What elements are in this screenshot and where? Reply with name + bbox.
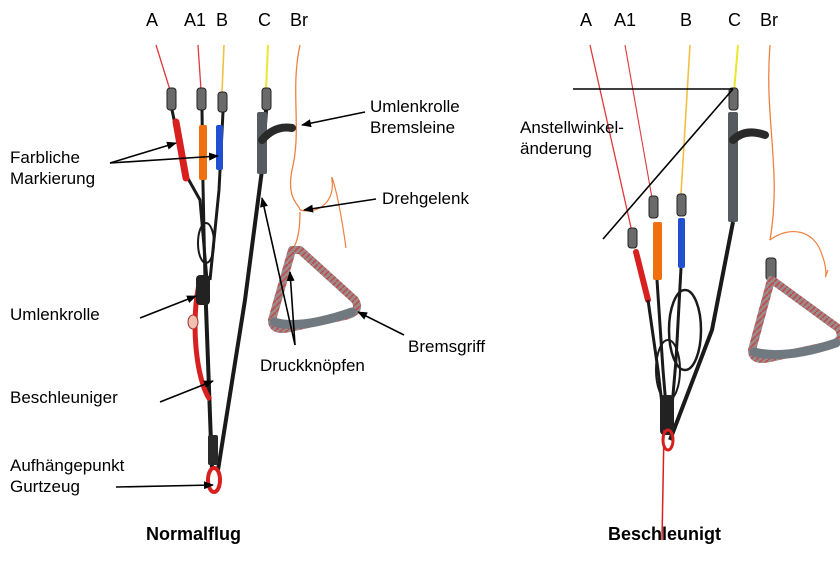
label-aufhaengepunkt-2: Gurtzeug — [10, 476, 80, 497]
left-header-a1: A1 — [184, 10, 206, 30]
label-bremsgriff: Bremsgriff — [408, 336, 485, 357]
label-beschleuniger: Beschleuniger — [10, 387, 118, 408]
label-umlenkrolle-bremsleine-2: Bremsleine — [370, 117, 455, 138]
label-anstellwinkel-1: Anstellwinkel- — [520, 117, 624, 138]
label-druckknoepfen: Druckknöpfen — [260, 355, 365, 376]
left-riser-set — [156, 45, 357, 492]
label-markierung: Markierung — [10, 168, 95, 189]
left-header-c: C — [258, 10, 271, 30]
left-header-br: Br — [290, 10, 308, 30]
right-header-b: B — [680, 10, 692, 30]
left-header-b: B — [216, 10, 228, 30]
right-header-br: Br — [760, 10, 778, 30]
label-drehgelenk: Drehgelenk — [382, 188, 469, 209]
right-header-c: C — [728, 10, 741, 30]
label-anstellwinkel-2: änderung — [520, 138, 592, 159]
label-farbliche: Farbliche — [10, 147, 80, 168]
label-aufhaengepunkt-1: Aufhängepunkt — [10, 455, 124, 476]
right-header-a: A — [580, 10, 592, 30]
left-header-a: A — [146, 10, 158, 30]
label-umlenkrolle-bremsleine-1: Umlenkrolle — [370, 96, 460, 117]
label-umlenkrolle: Umlenkrolle — [10, 304, 100, 325]
right-riser-set — [590, 45, 840, 540]
caption-normalflug: Normalflug — [146, 524, 241, 545]
right-header-a1: A1 — [614, 10, 636, 30]
caption-beschleunigt: Beschleunigt — [608, 524, 721, 545]
